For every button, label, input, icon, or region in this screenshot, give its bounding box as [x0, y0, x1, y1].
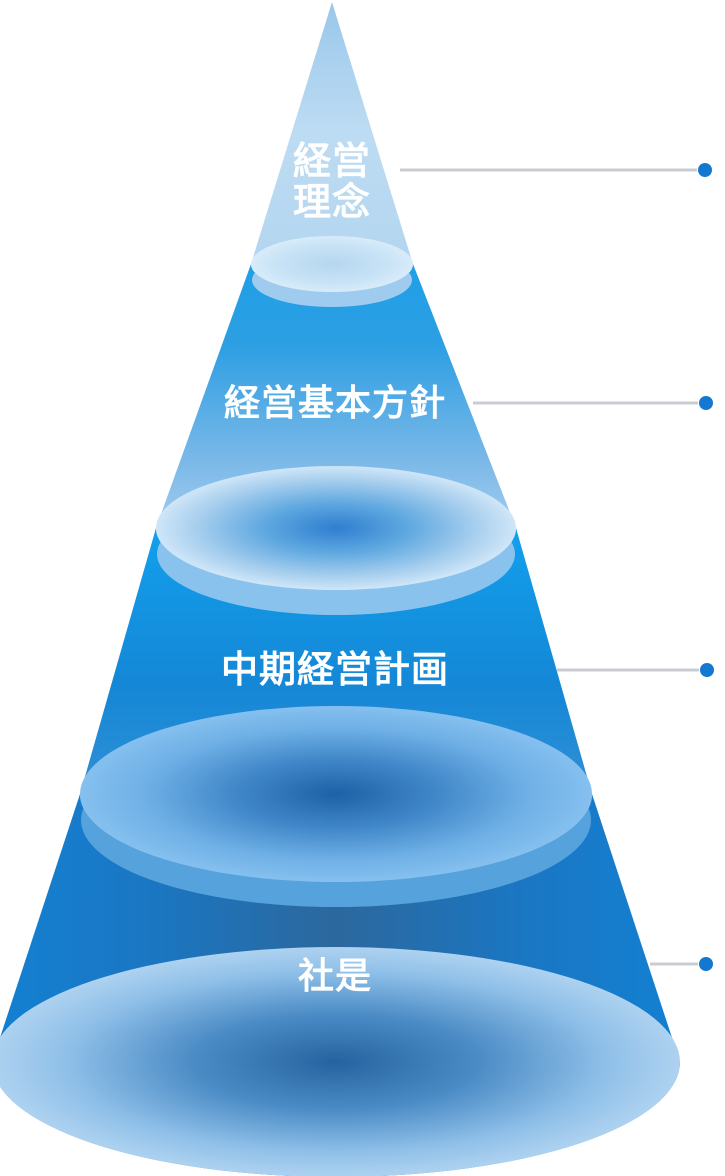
- leader-lines: [400, 168, 699, 966]
- junction1-disc: [251, 236, 413, 292]
- junction2-disc: [156, 466, 516, 590]
- junction3-disc: [80, 706, 592, 882]
- layer1-label-line2: 理念: [292, 182, 372, 224]
- leader-dot-3: [700, 663, 714, 677]
- leader-dot-4: [699, 957, 713, 971]
- leader-dots: [698, 163, 714, 971]
- layer4-label: 社是: [297, 955, 373, 996]
- leader-dot-2: [699, 396, 713, 410]
- layer1-label-line1: 経営: [292, 141, 372, 183]
- leader-dot-1: [698, 163, 712, 177]
- layer2-label: 経営基本方針: [223, 382, 447, 423]
- layer1-label: 経営 理念: [293, 142, 371, 224]
- bottom-disc: [0, 947, 680, 1176]
- layer1-cone: [251, 2, 413, 292]
- layer3-label: 中期経営計画: [221, 649, 449, 690]
